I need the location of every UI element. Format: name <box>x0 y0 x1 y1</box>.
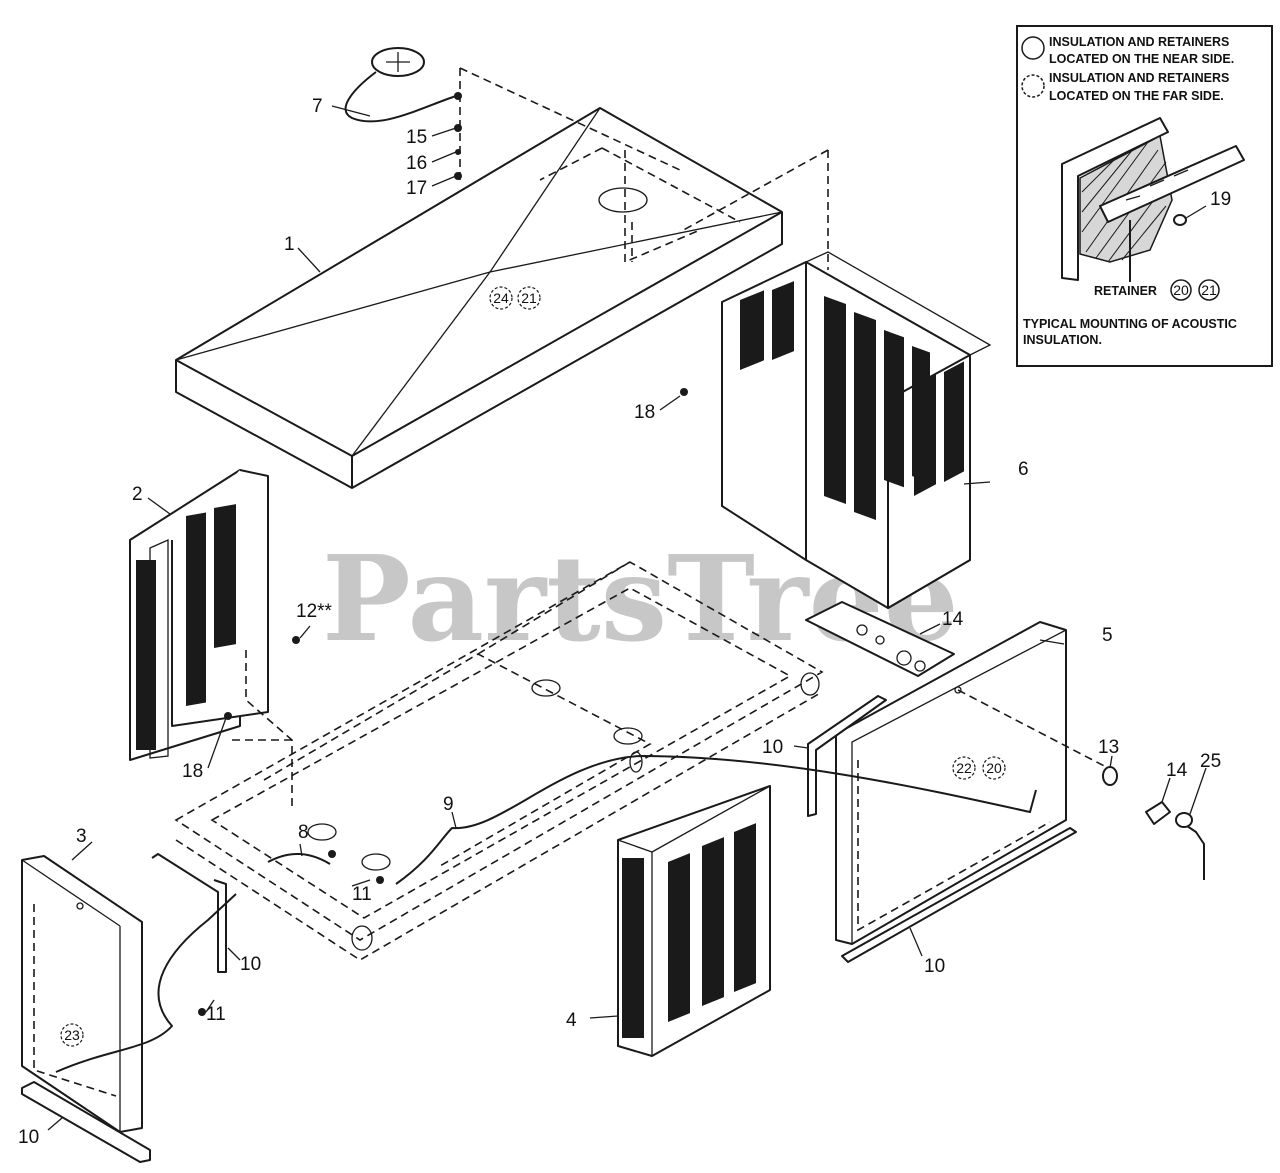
door-panel-3 <box>21 855 143 1133</box>
channel-10-front-bottom <box>21 1081 151 1163</box>
channel-10-right-vertical <box>807 695 887 817</box>
control-plate-14 <box>805 601 955 677</box>
callout-13: 13 <box>1098 737 1119 758</box>
legend-caption-line1: TYPICAL MOUNTING OF ACOUSTIC <box>1023 317 1237 331</box>
callout-labels: 7 15 16 17 1 2 6 14 5 10 13 14 25 18 12*… <box>18 96 1221 1148</box>
cable-9 <box>395 755 1037 885</box>
callout-11-left: 11 <box>206 1004 226 1025</box>
callout-14-fitting: 14 <box>1166 760 1188 781</box>
legend-retainer-label: RETAINER <box>1094 284 1157 298</box>
legend-near-line1: INSULATION AND RETAINERS <box>1049 35 1229 49</box>
legend-box: INSULATION AND RETAINERS LOCATED ON THE … <box>1016 25 1273 367</box>
roof-panel <box>175 67 829 489</box>
cable-8 <box>55 893 237 1073</box>
legend-far-line1: INSULATION AND RETAINERS <box>1049 71 1229 85</box>
channel-10-right-bottom <box>841 827 1077 963</box>
legend-far-line2: LOCATED ON THE FAR SIDE. <box>1049 89 1224 103</box>
callout-12: 12** <box>296 601 333 622</box>
callout-7: 7 <box>312 96 323 117</box>
channel-10-left-vertical <box>151 853 227 973</box>
legend-caption-line2: INSULATION. <box>1023 333 1102 347</box>
callout-18-top: 18 <box>634 402 655 423</box>
insulation-refs: 24 21 22 20 23 <box>60 286 1006 1047</box>
louvered-side-panel-2 <box>129 469 269 761</box>
near-side-symbol <box>1021 36 1045 60</box>
callout-6: 6 <box>1018 459 1029 480</box>
callout-5: 5 <box>1102 625 1113 646</box>
callout-10-bottom-right: 10 <box>924 956 945 977</box>
legend-retainer-ref-21: 21 <box>1201 282 1217 298</box>
callout-1: 1 <box>284 234 295 255</box>
cable-8-upper <box>267 852 331 865</box>
sensor-assembly <box>344 47 462 180</box>
callout-10-left: 10 <box>240 954 261 975</box>
far-side-symbol <box>1021 74 1045 98</box>
legend-retainer-ref-20: 20 <box>1173 282 1189 298</box>
screw-11-left <box>198 1008 206 1016</box>
callout-8: 8 <box>298 822 309 843</box>
callout-16: 16 <box>406 153 427 174</box>
callout-10-right: 10 <box>762 737 783 758</box>
base-frame <box>174 561 824 961</box>
screw-12 <box>292 636 300 644</box>
louvers-panel-6 <box>740 281 964 521</box>
door-panel-5 <box>835 621 1113 945</box>
ref-door5-20: 20 <box>986 760 1002 776</box>
legend-near-line2: LOCATED ON THE NEAR SIDE. <box>1049 52 1234 66</box>
callout-11-center: 11 <box>352 884 372 905</box>
leader-lines <box>47 105 1207 1131</box>
callout-2: 2 <box>132 484 143 505</box>
screw-11-center <box>376 876 384 884</box>
fittings-13-14-25 <box>1102 766 1205 880</box>
legend-part-19: 19 <box>1210 189 1231 210</box>
ref-roof-24: 24 <box>493 290 509 306</box>
callout-15: 15 <box>406 127 427 148</box>
ref-roof-21: 21 <box>521 290 537 306</box>
insulation-detail <box>1061 117 1245 282</box>
ref-door5-22: 22 <box>956 760 972 776</box>
louvered-side-panel-6 <box>721 251 992 609</box>
screw-18-top <box>680 388 688 396</box>
louvers-panel-4 <box>622 823 756 1038</box>
callout-18-left: 18 <box>182 761 203 782</box>
callout-17: 17 <box>406 178 427 199</box>
louvers-panel-2 <box>136 504 236 750</box>
callout-4: 4 <box>566 1010 577 1031</box>
callout-14-plate: 14 <box>942 609 964 630</box>
bolt-near-8 <box>328 850 336 858</box>
ref-door3-23: 23 <box>64 1027 80 1043</box>
callout-3: 3 <box>76 826 87 847</box>
callout-9: 9 <box>443 794 454 815</box>
callout-25: 25 <box>1200 751 1221 772</box>
louvered-front-panel-4 <box>617 785 771 1057</box>
callout-10-bottom-left: 10 <box>18 1127 39 1148</box>
